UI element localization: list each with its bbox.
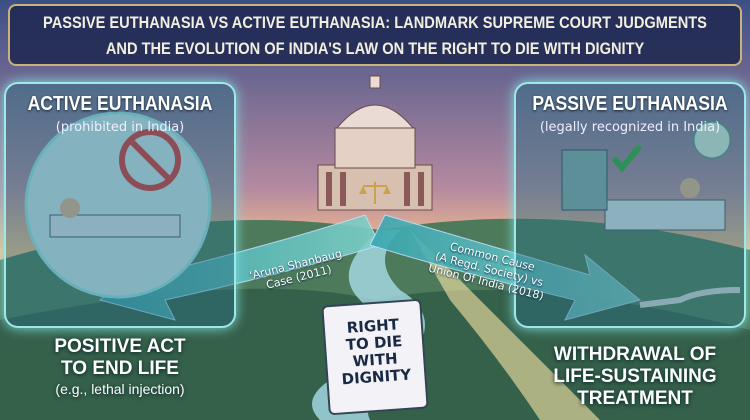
checkmark-icon <box>611 144 643 173</box>
passive-desc-line-2: LIFE-SUSTAINING <box>553 366 717 387</box>
right-to-die-scroll: RIGHT TO DIE WITH DIGNITY <box>321 298 429 416</box>
unplugged-cord-icon <box>639 287 741 308</box>
active-desc-line-1: POSITIVE ACT <box>54 336 186 357</box>
title-line-1: PASSIVE EUTHANASIA VS ACTIVE EUTHANASIA:… <box>43 13 707 32</box>
active-description: POSITIVE ACT TO END LIFE (e.g., lethal i… <box>20 336 220 398</box>
active-title: ACTIVE EUTHANASIA <box>27 93 213 115</box>
prohibited-icon <box>119 129 181 191</box>
arrow-right <box>369 214 642 321</box>
passive-desc-line-3: TREATMENT <box>577 388 693 409</box>
active-euthanasia-illustration <box>24 111 212 299</box>
light-path <box>410 230 600 420</box>
tree-scales-icon <box>693 121 731 159</box>
supreme-court-building <box>317 75 433 211</box>
active-desc-line-2: TO END LIFE <box>61 358 179 379</box>
passive-desc-line-1: WITHDRAWAL OF <box>553 344 717 365</box>
scales-of-justice-icon <box>359 182 391 204</box>
passive-subtitle: (legally recognized in India) <box>539 120 721 135</box>
active-desc-example: (e.g., lethal injection) <box>55 381 185 397</box>
active-euthanasia-panel: ACTIVE EUTHANASIA (prohibited in India) <box>4 82 236 328</box>
passive-description: WITHDRAWAL OF LIFE-SUSTAINING TREATMENT <box>530 344 740 410</box>
passive-title: PASSIVE EUTHANASIA <box>532 93 728 115</box>
arrow-left <box>98 214 381 321</box>
title-banner: PASSIVE EUTHANASIA VS ACTIVE EUTHANASIA:… <box>8 4 742 66</box>
active-subtitle: (prohibited in India) <box>55 120 185 135</box>
title-line-2: AND THE EVOLUTION OF INDIA'S LAW ON THE … <box>105 39 645 58</box>
passive-euthanasia-panel: PASSIVE EUTHANASIA (legally recognized i… <box>514 82 746 328</box>
